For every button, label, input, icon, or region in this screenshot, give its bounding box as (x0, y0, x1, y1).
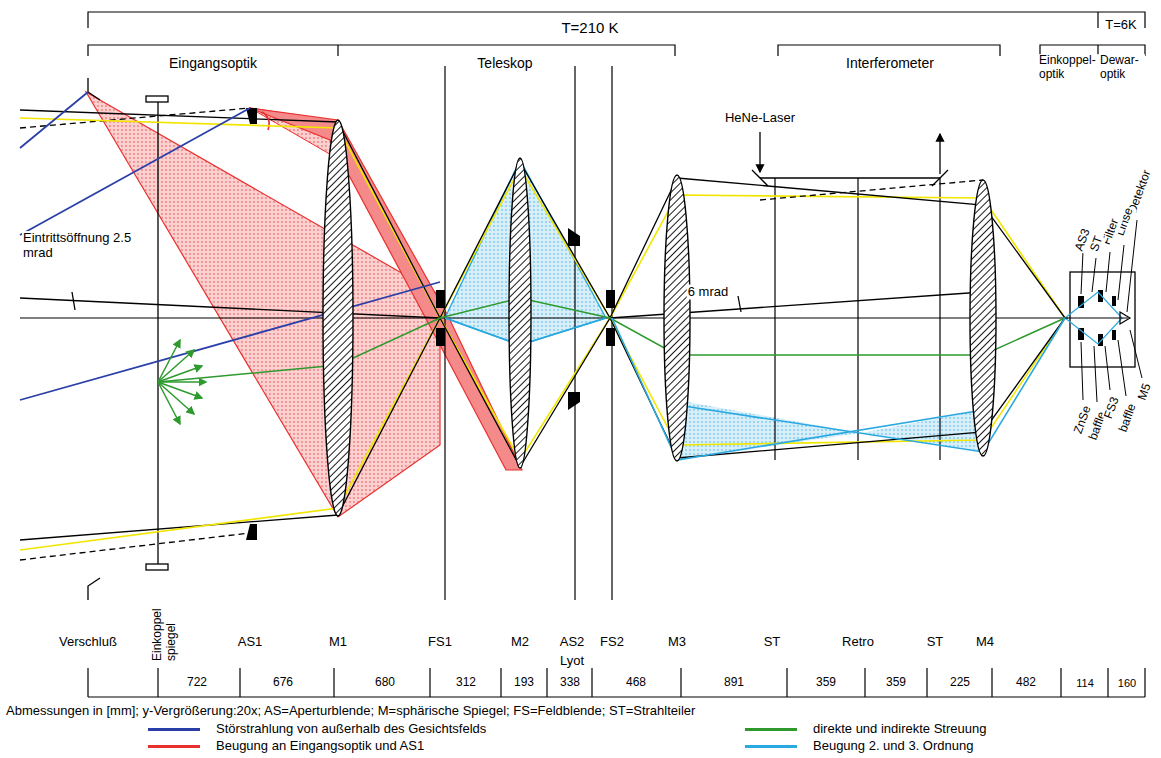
legend-text: Beugung 2. und 3. Ordnung (812, 739, 974, 754)
part-label: AS2 (559, 635, 586, 650)
dimension-number: 676 (272, 676, 294, 690)
part-label: ST (763, 635, 782, 650)
dimension-number: 468 (625, 676, 647, 690)
laser-label: HeNe-Laser (724, 111, 796, 126)
dimension-number: 482 (1015, 676, 1037, 690)
angle-label: Eintrittsöffnung 2.5 mrad (22, 231, 142, 261)
section-label: Eingangsoptik (168, 55, 258, 71)
part-label: Lyot (559, 654, 585, 669)
dimension-number: 891 (723, 676, 745, 690)
part-label: Einkoppel spiegel (151, 594, 179, 662)
dimension-number: 359 (885, 676, 907, 690)
section-label: Interferometer (845, 55, 935, 71)
part-label: Verschluß (58, 635, 118, 650)
legend-text: Beugung an Eingangsoptik und AS1 (215, 739, 425, 754)
dimension-number: 160 (1117, 677, 1137, 690)
legend-swatch (745, 745, 797, 748)
part-label: M3 (667, 635, 687, 650)
legend-text: Störstrahlung von außerhalb des Gesichts… (215, 722, 487, 737)
temperature-label: T=6K (1104, 18, 1137, 33)
dimension-number: 359 (815, 676, 837, 690)
legend-swatch (148, 728, 200, 731)
section-label: Einkoppel- optik (1038, 54, 1102, 82)
dimension-number: 680 (374, 676, 396, 690)
angle-label: 6 mrad (687, 285, 729, 300)
part-label: FS1 (427, 635, 453, 650)
part-label: M1 (328, 635, 348, 650)
part-label: FS2 (599, 635, 625, 650)
section-label: Teleskop (476, 55, 533, 71)
dimension-number: 114 (1075, 677, 1095, 690)
part-label: AS1 (237, 635, 264, 650)
dimension-number: 722 (186, 676, 208, 690)
legend-text: direkte und indirekte Streuung (812, 722, 987, 737)
dimension-number: 338 (559, 676, 581, 690)
dimension-number: 193 (513, 676, 535, 690)
part-label: Retro (841, 635, 875, 650)
part-label: M4 (975, 635, 995, 650)
legend-swatch (745, 728, 797, 731)
part-label: M5 (1135, 381, 1154, 403)
part-label: ST (926, 635, 945, 650)
part-label: M2 (510, 635, 530, 650)
part-label: FS3 (1101, 394, 1122, 421)
dimension-number: 312 (455, 676, 477, 690)
footnote: Abmessungen in [mm]; y-Vergrößerung:20x;… (5, 704, 696, 719)
temperature-label: T=210 K (560, 19, 619, 36)
section-label: Dewar- optik (1099, 54, 1145, 82)
legend-swatch (148, 745, 200, 748)
dimension-number: 225 (949, 676, 971, 690)
